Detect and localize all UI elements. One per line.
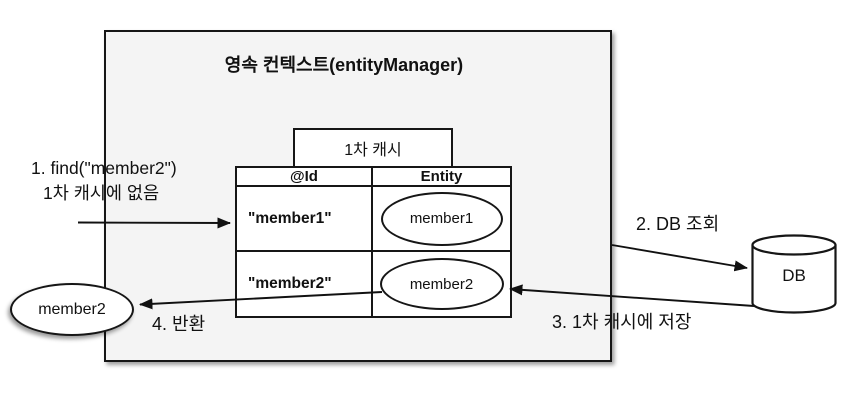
- entity-ellipse-member1: member1: [380, 191, 503, 246]
- table-row2-id-cell: "member2": [237, 252, 373, 316]
- entity-ellipse-member1-label: member1: [409, 210, 474, 227]
- table-row1-id-cell: "member1": [237, 187, 373, 252]
- arrow-db-query: [611, 244, 748, 272]
- table-header-entity: Entity: [373, 168, 510, 187]
- annotation-step2: 2. DB 조회: [636, 214, 720, 234]
- annotation-step1-line2: 1차 캐시에 없음: [43, 183, 160, 203]
- persistence-context-title: 영속 컨텍스트(entityManager): [224, 55, 464, 75]
- first-level-cache-tab: 1차 캐시: [293, 128, 453, 168]
- annotation-step3: 3. 1차 캐시에 저장: [552, 312, 692, 332]
- returned-entity-ellipse: member2: [10, 283, 134, 336]
- annotation-step1-line1: 1. find("member2"): [31, 158, 177, 178]
- annotation-step1: 1. find("member2") 1차 캐시에 없음: [31, 156, 177, 206]
- table-row1-entity-cell: member1: [373, 187, 510, 252]
- entity-ellipse-member2-label: member2: [409, 275, 474, 293]
- entity-ellipse-member2: member2: [379, 258, 504, 310]
- table-header-id: @Id: [237, 168, 373, 187]
- first-level-cache-label: 1차 캐시: [344, 142, 402, 159]
- annotation-step4: 4. 반환: [152, 314, 206, 334]
- db-label: DB: [782, 266, 806, 285]
- cache-table: @Id Entity "member1" member1 "member2" m…: [235, 166, 512, 318]
- returned-entity-label: member2: [38, 300, 106, 318]
- table-row2-entity-cell: member2: [373, 252, 510, 316]
